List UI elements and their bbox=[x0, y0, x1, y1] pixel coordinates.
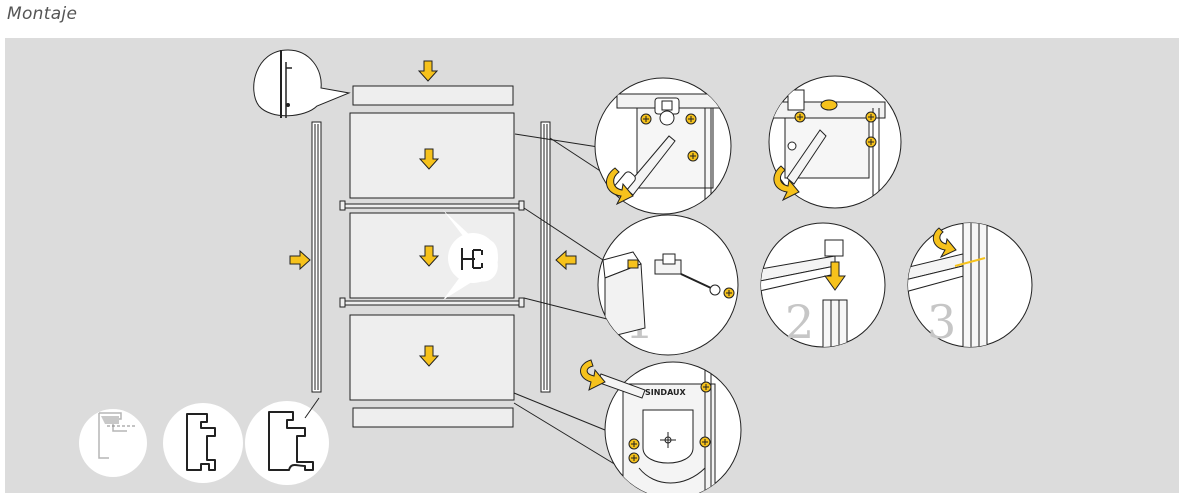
profile-detail-circle-1 bbox=[79, 409, 147, 477]
screw-icon bbox=[685, 113, 697, 125]
rotate-arrow-icon bbox=[932, 227, 957, 259]
right-arrow-icon bbox=[289, 250, 311, 270]
profile-section-detail bbox=[253, 49, 351, 118]
right-profile bbox=[540, 121, 551, 393]
screw-icon bbox=[687, 150, 699, 162]
step-3-detail: 3 bbox=[907, 222, 1033, 349]
screw-icon bbox=[794, 111, 806, 123]
brand-label: SINDAUX bbox=[645, 388, 687, 397]
left-profile bbox=[311, 121, 322, 393]
top-cap bbox=[352, 85, 514, 106]
rail-profile-detail bbox=[443, 210, 498, 300]
down-arrow-icon bbox=[418, 60, 438, 82]
rotate-arrow-icon bbox=[773, 165, 800, 202]
rotate-arrow-icon bbox=[606, 167, 634, 206]
profile-detail-circle-2 bbox=[163, 403, 243, 483]
screwdriver-icon bbox=[786, 129, 827, 185]
hinge-detail-top-left bbox=[594, 77, 732, 215]
step-1-detail: 1 bbox=[597, 214, 739, 356]
step-3-number: 3 bbox=[927, 295, 956, 349]
assembly-diagram: 1 2 3 bbox=[5, 38, 1179, 493]
left-arrow-icon bbox=[555, 250, 577, 270]
assembly-illustration: 1 2 3 bbox=[79, 49, 1033, 493]
roller-detail-bottom: SINDAUX bbox=[580, 359, 742, 493]
down-arrow-icon bbox=[824, 261, 846, 291]
page-title: Montaje bbox=[7, 4, 78, 24]
screw-icon bbox=[865, 111, 877, 123]
step-2-number: 2 bbox=[785, 295, 814, 349]
rail-upper bbox=[339, 200, 525, 211]
screw-icon bbox=[628, 452, 640, 464]
screw-icon bbox=[640, 113, 652, 125]
screw-icon bbox=[628, 438, 640, 450]
hinge-detail-top-right bbox=[768, 75, 902, 209]
rotate-arrow-icon bbox=[580, 359, 606, 391]
screw-icon bbox=[865, 136, 877, 148]
screw-icon bbox=[699, 436, 711, 448]
profile-detail-circle-3 bbox=[245, 397, 329, 485]
step-2-detail: 2 bbox=[760, 222, 886, 349]
screw-icon bbox=[723, 287, 735, 299]
screw-icon bbox=[700, 381, 712, 393]
bottom-cap bbox=[352, 407, 514, 428]
rail-lower bbox=[339, 297, 525, 308]
